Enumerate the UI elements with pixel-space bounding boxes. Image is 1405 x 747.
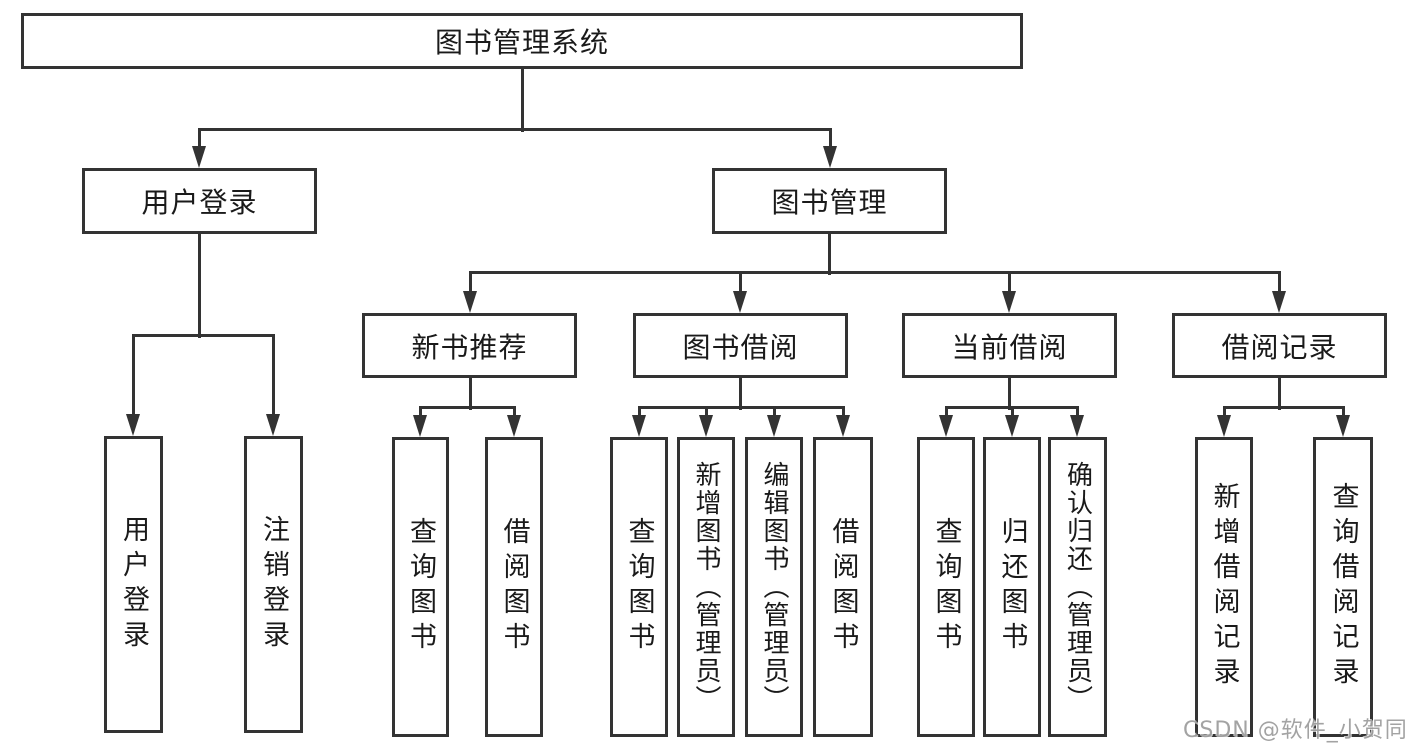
- connector-line-v: [132, 335, 135, 418]
- connector-line-v: [842, 407, 845, 419]
- arrow-down-icon: [266, 414, 280, 436]
- arrow-down-icon: [823, 146, 837, 168]
- connector-line-h: [638, 406, 845, 409]
- connector-line-v: [828, 234, 831, 275]
- connector-line-v: [521, 69, 524, 132]
- node-book-management: 图书管理: [712, 168, 947, 234]
- arrow-down-icon: [1217, 415, 1231, 437]
- connector-line-v: [829, 129, 832, 150]
- connector-line-v: [1278, 272, 1281, 295]
- connector-line-v: [419, 407, 422, 419]
- connector-line-v: [638, 407, 641, 419]
- connector-line-v: [1011, 407, 1014, 419]
- arrow-down-icon: [1002, 291, 1016, 313]
- node-root: 图书管理系统: [21, 13, 1023, 69]
- node-user-login: 用户登录: [82, 168, 317, 234]
- connector-line-v: [1008, 272, 1011, 295]
- node-borrow-records: 借阅记录: [1172, 313, 1387, 378]
- connector-line-v: [1223, 407, 1226, 419]
- connector-line-v: [739, 378, 742, 410]
- leaf-current-query: 查询图书: [917, 437, 975, 737]
- connector-line-h: [419, 406, 516, 409]
- arrow-down-icon: [632, 415, 646, 437]
- connector-line-v: [469, 272, 472, 295]
- leaf-current-return: 归还图书: [983, 437, 1041, 737]
- node-new-book-recommend: 新书推荐: [362, 313, 577, 378]
- leaf-logout: 注销登录: [244, 436, 303, 733]
- arrow-down-icon: [699, 415, 713, 437]
- connector-line-v: [705, 407, 708, 419]
- leaf-records-add: 新增借阅记录: [1195, 437, 1253, 737]
- connector-line-v: [513, 407, 516, 419]
- connector-line-v: [272, 335, 275, 418]
- leaf-borrow-borrow: 借阅图书: [813, 437, 873, 737]
- arrow-down-icon: [939, 415, 953, 437]
- arrow-down-icon: [733, 291, 747, 313]
- arrow-down-icon: [463, 291, 477, 313]
- node-current-borrow: 当前借阅: [902, 313, 1117, 378]
- connector-line-h: [198, 128, 832, 131]
- leaf-borrow-query: 查询图书: [610, 437, 668, 737]
- connector-line-v: [469, 378, 472, 410]
- connector-line-h: [1223, 406, 1345, 409]
- node-book-borrow: 图书借阅: [633, 313, 848, 378]
- connector-line-h: [469, 271, 1281, 274]
- connector-line-h: [132, 334, 275, 337]
- arrow-down-icon: [1336, 415, 1350, 437]
- arrow-down-icon: [1272, 291, 1286, 313]
- arrow-down-icon: [1005, 415, 1019, 437]
- arrow-down-icon: [507, 415, 521, 437]
- leaf-records-query: 查询借阅记录: [1313, 437, 1373, 737]
- leaf-newbooks-borrow: 借阅图书: [485, 437, 543, 737]
- leaf-user-login: 用户登录: [104, 436, 163, 733]
- connector-line-v: [198, 234, 201, 338]
- arrow-down-icon: [192, 146, 206, 168]
- connector-line-v: [1008, 378, 1011, 410]
- leaf-current-confirm-admin: 确认归还（管理员）: [1048, 437, 1107, 737]
- connector-line-v: [198, 129, 201, 150]
- arrow-down-icon: [126, 414, 140, 436]
- leaf-borrow-add-admin: 新增图书（管理员）: [677, 437, 735, 737]
- arrow-down-icon: [413, 415, 427, 437]
- csdn-watermark: CSDN @软件_小贺同学: [1183, 718, 1405, 743]
- leaf-newbooks-query: 查询图书: [392, 437, 449, 737]
- arrow-down-icon: [767, 415, 781, 437]
- connector-line-v: [773, 407, 776, 419]
- leaf-borrow-edit-admin: 编辑图书（管理员）: [745, 437, 803, 737]
- connector-line-v: [945, 407, 948, 419]
- connector-line-v: [1342, 407, 1345, 419]
- arrow-down-icon: [836, 415, 850, 437]
- connector-line-v: [739, 272, 742, 295]
- arrow-down-icon: [1070, 415, 1084, 437]
- connector-line-v: [1278, 378, 1281, 410]
- connector-line-v: [1076, 407, 1079, 419]
